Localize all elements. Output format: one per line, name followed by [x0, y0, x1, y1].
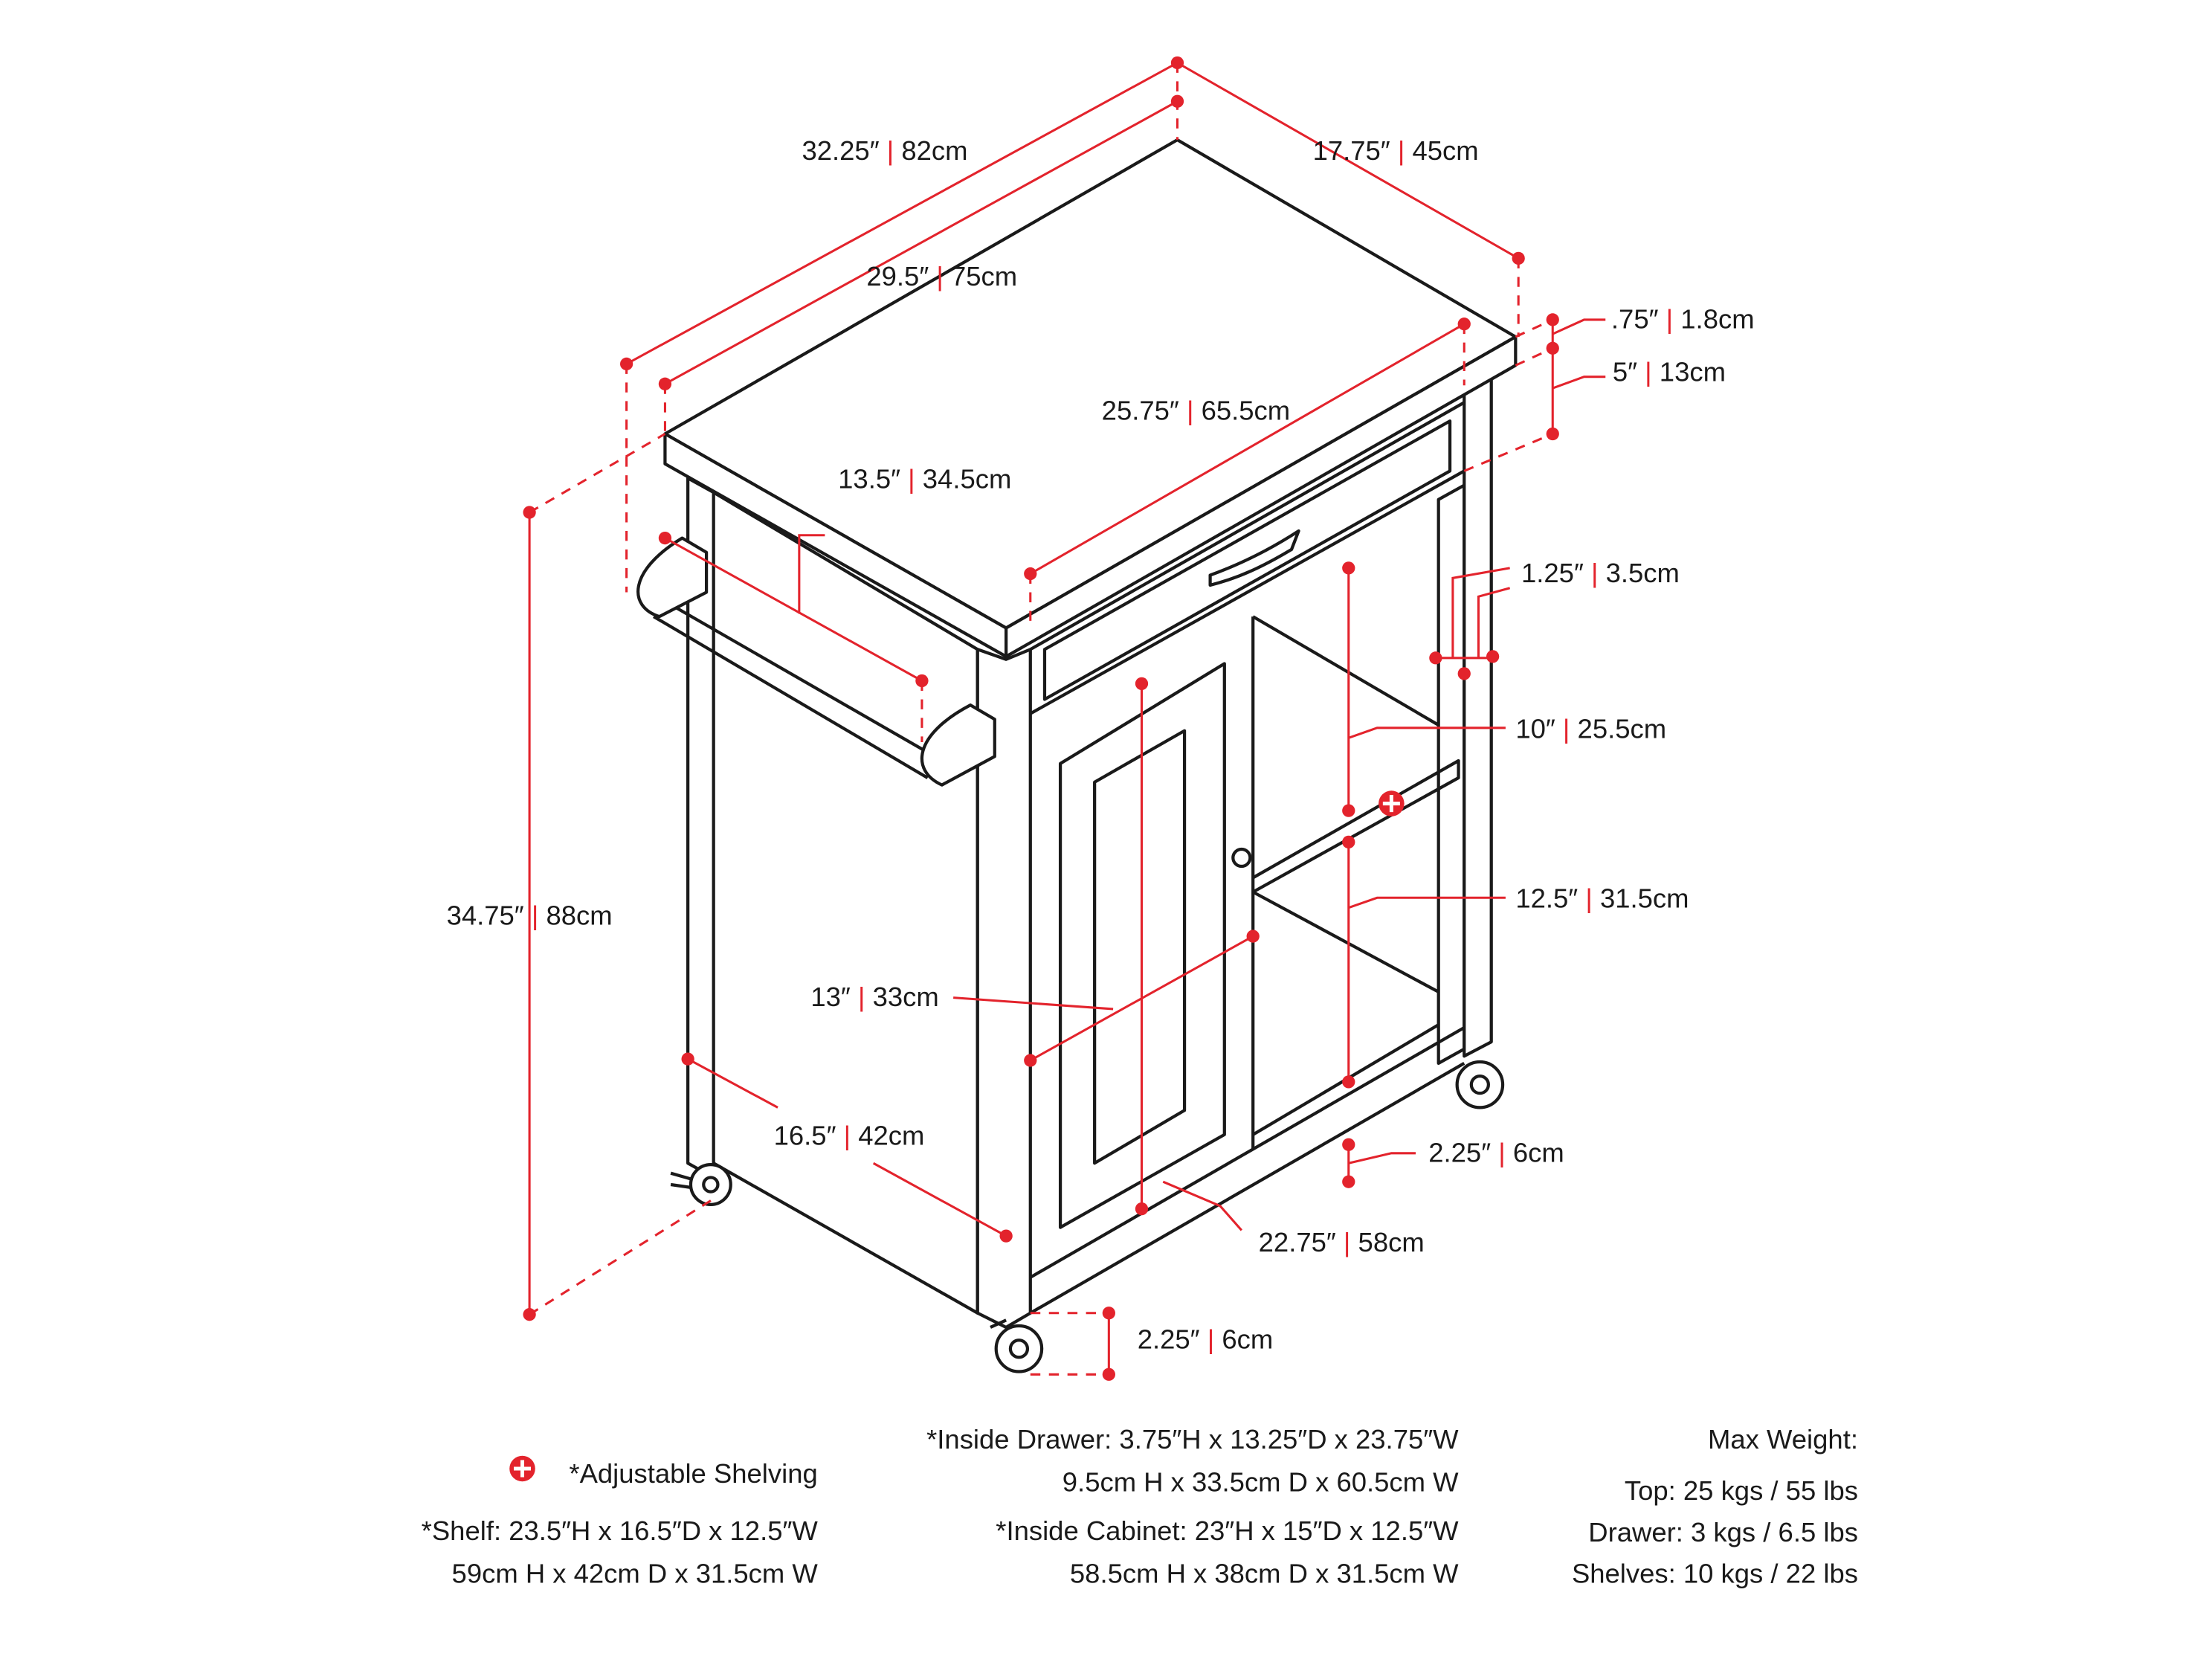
- drawer-handle: [1208, 529, 1300, 587]
- shelf-cm: 59cm H x 42cm D x 31.5cm W: [452, 1559, 819, 1589]
- caster-right: [1455, 1060, 1505, 1109]
- dim-door-width: 13″ | 33cm: [810, 982, 938, 1012]
- door-knob: [1231, 847, 1252, 869]
- cabinet-cm: 58.5cm H x 38cm D x 31.5cm W: [1070, 1559, 1459, 1589]
- dimension-lines: [523, 56, 1606, 1381]
- drawer: [1042, 419, 1452, 701]
- dim-top-inner-width: 29.5″ | 75cm: [866, 261, 1017, 291]
- drawer-cm: 9.5cm H x 33.5cm D x 60.5cm W: [1063, 1467, 1459, 1498]
- right-inner-leg: [1436, 483, 1466, 1065]
- weight-drawer: Drawer: 3 kgs / 6.5 lbs: [1588, 1517, 1858, 1547]
- towel-bar: [648, 590, 936, 779]
- dim-overall-height: 34.75″ | 88cm: [447, 901, 613, 931]
- dim-caster-height: 2.25″ | 6cm: [1138, 1324, 1273, 1355]
- dim-overall-depth: 17.75″ | 45cm: [1313, 135, 1479, 166]
- dim-lower-shelf-gap: 12.5″ | 31.5cm: [1515, 883, 1689, 914]
- countertop: [663, 138, 1518, 630]
- dim-overall-width: 32.25″ | 82cm: [802, 135, 967, 166]
- cabinet-door: [1058, 662, 1226, 1229]
- drawer-inches: *Inside Drawer: 3.75″H x 13.25″D x 23.75…: [926, 1424, 1459, 1455]
- weight-shelves: Shelves: 10 kgs / 22 lbs: [1572, 1559, 1858, 1589]
- shelf-inches: *Shelf: 23.5″H x 16.5″D x 12.5″W: [422, 1515, 819, 1546]
- max-weight-title: Max Weight:: [1708, 1424, 1858, 1455]
- caster-left: [670, 1163, 732, 1207]
- spec-notes: *Adjustable Shelving *Shelf: 23.5″H x 16…: [422, 1424, 1858, 1588]
- right-leg: [1463, 362, 1493, 1058]
- dim-bottom-clearance: 2.25″ | 6cm: [1428, 1137, 1564, 1167]
- cart-drawing: [636, 138, 1518, 1373]
- plus-circle-icon: [509, 1455, 535, 1482]
- dim-leg-width: 1.25″ | 3.5cm: [1521, 558, 1680, 588]
- plus-circle-icon: [1379, 790, 1405, 816]
- dim-body-depth: 16.5″ | 42cm: [774, 1120, 925, 1150]
- dimension-labels: 32.25″ | 82cm 17.75″ | 45cm 29.5″ | 75cm…: [447, 135, 1755, 1355]
- dim-towel-bar: 13.5″ | 34.5cm: [838, 463, 1011, 494]
- dim-door-height: 22.75″ | 58cm: [1259, 1227, 1425, 1257]
- weight-top: Top: 25 kgs / 55 lbs: [1625, 1475, 1858, 1506]
- door-panel: [1093, 729, 1187, 1165]
- dim-body-width: 25.75″ | 65.5cm: [1102, 395, 1290, 425]
- dim-upper-shelf-gap: 10″ | 25.5cm: [1515, 713, 1666, 744]
- dim-top-thickness: .75″ | 1.8cm: [1611, 303, 1755, 334]
- caster-front: [990, 1318, 1044, 1373]
- cabinet-inches: *Inside Cabinet: 23″H x 15″D x 12.5″W: [996, 1515, 1459, 1546]
- dim-drawer-height: 5″ | 13cm: [1613, 356, 1726, 387]
- adjustable-shelving-note: *Adjustable Shelving: [569, 1458, 817, 1489]
